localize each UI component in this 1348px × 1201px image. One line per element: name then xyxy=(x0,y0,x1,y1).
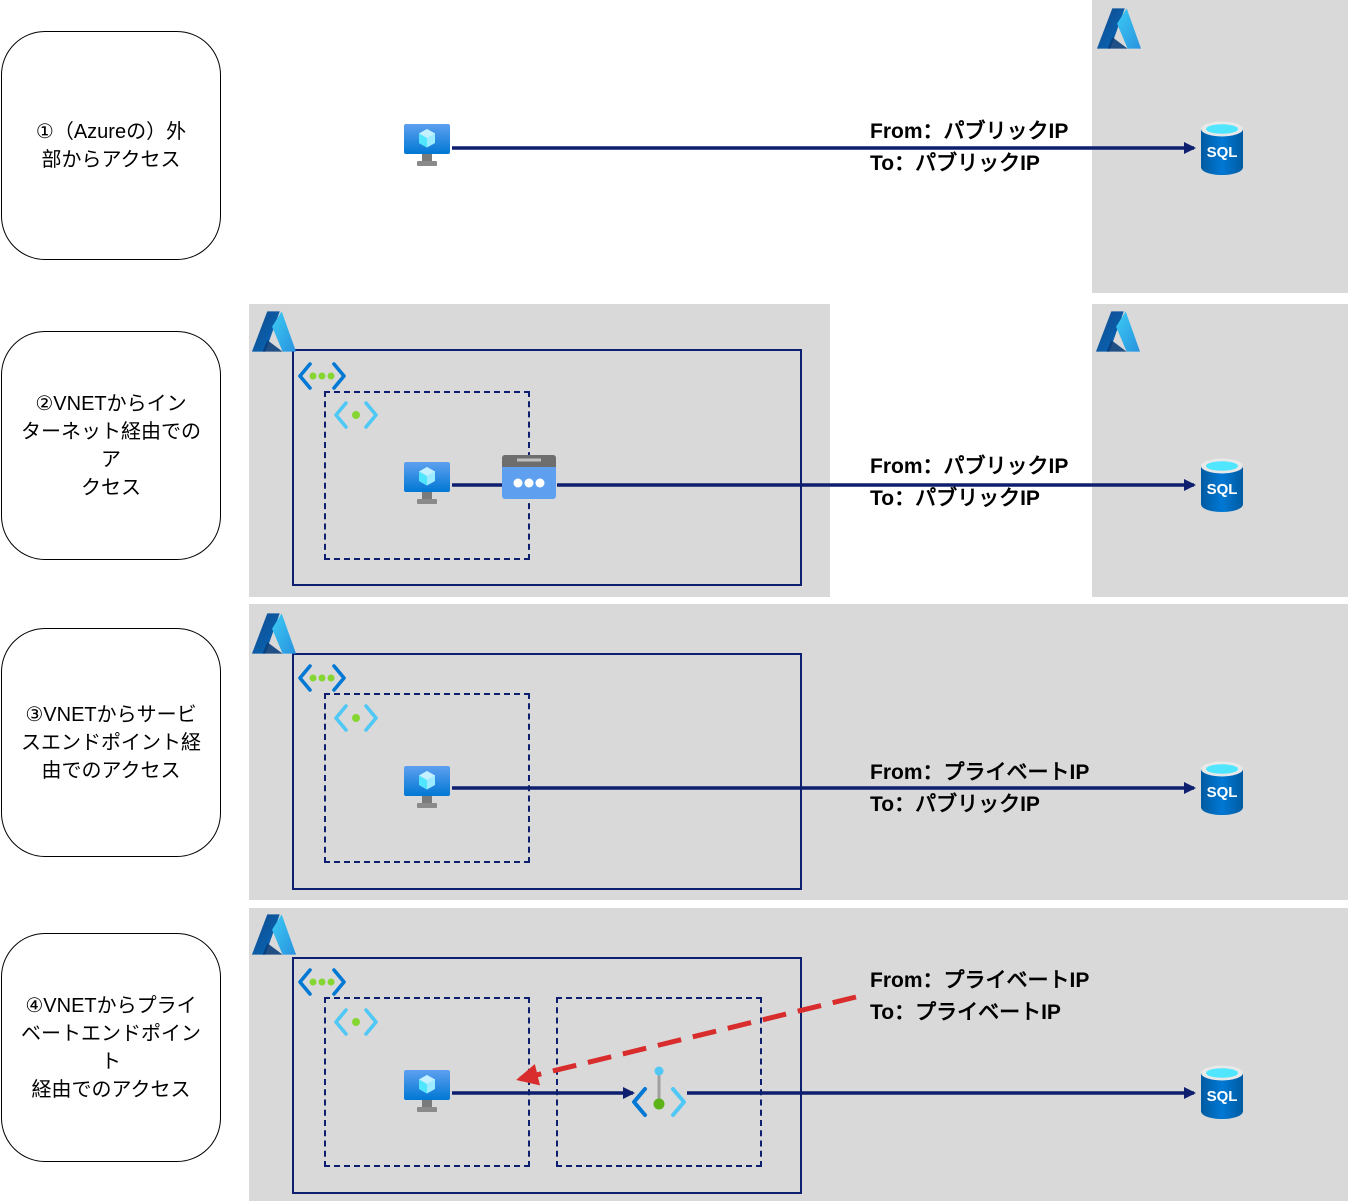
from-ip-text: From：パブリックIP xyxy=(870,455,1069,478)
sql-database-4: SQL xyxy=(1199,1064,1245,1120)
dashed-arrow-4 xyxy=(516,994,857,1086)
subnet-box-3 xyxy=(324,693,530,863)
subnet-box-4b xyxy=(556,997,762,1167)
azure-region-client-2 xyxy=(249,304,830,597)
scenario-2-label: ②VNETからイン ターネット経由でのア クセス xyxy=(1,331,221,560)
from-ip-text: From：プライベートIP xyxy=(870,969,1090,992)
virtual-machine-icon xyxy=(403,765,451,809)
azure-logo-icon xyxy=(1096,7,1142,50)
azure-logo-icon xyxy=(251,612,297,655)
subnet-icon xyxy=(332,400,380,430)
virtual-machine-icon xyxy=(403,1069,451,1113)
azure-region-sql-2 xyxy=(1092,304,1348,597)
scenario-3-label: ③VNETからサービ スエンドポイント経 由でのアクセス xyxy=(1,628,221,857)
private-endpoint-icon xyxy=(631,1064,687,1120)
to-ip-text: To：パブリックIP xyxy=(870,793,1040,816)
subnet-icon xyxy=(332,1007,380,1037)
azure-logo-icon xyxy=(1095,310,1141,353)
azure-region-4 xyxy=(249,908,1348,1201)
to-ip-text: To：パブリックIP xyxy=(870,487,1040,510)
azure-logo-icon xyxy=(251,913,297,956)
virtual-network-icon xyxy=(298,361,346,391)
scenario-4-label: ④VNETからプライ ベートエンドポイント 経由でのアクセス xyxy=(1,933,221,1162)
vnet-box-2 xyxy=(292,349,802,586)
sql-database-2: SQL xyxy=(1199,457,1245,513)
ip-note-1: From：パブリックIP To：パブリックIP xyxy=(870,116,1068,180)
sql-icon-text: SQL xyxy=(1206,481,1238,498)
sql-icon-text: SQL xyxy=(1206,784,1238,801)
sql-database-3: SQL xyxy=(1199,760,1245,816)
to-ip-text: To：パブリックIP xyxy=(870,152,1040,175)
from-ip-text: From：プライベートIP xyxy=(870,761,1090,784)
subnet-icon xyxy=(332,703,380,733)
sql-database-1: SQL xyxy=(1199,120,1245,176)
public-ip-gateway-icon xyxy=(501,454,557,500)
ip-note-3: From：プライベートIP To：パブリックIP xyxy=(870,757,1089,821)
ip-note-4: From：プライベートIP To：プライベートIP xyxy=(870,965,1089,1029)
virtual-machine-icon xyxy=(403,123,451,167)
sql-icon-text: SQL xyxy=(1206,144,1238,161)
virtual-machine-icon xyxy=(403,461,451,505)
from-ip-text: From：パブリックIP xyxy=(870,120,1069,143)
to-ip-text: To：プライベートIP xyxy=(870,1001,1061,1024)
scenario-1-label: ①（Azureの）外 部からアクセス xyxy=(1,31,221,260)
azure-logo-icon xyxy=(251,310,297,353)
ip-note-2: From：パブリックIP To：パブリックIP xyxy=(870,451,1068,515)
vnet-box-3 xyxy=(292,653,802,890)
vnet-box-4 xyxy=(292,957,802,1194)
virtual-network-icon xyxy=(298,967,346,997)
sql-icon-text: SQL xyxy=(1206,1088,1238,1105)
virtual-network-icon xyxy=(298,663,346,693)
